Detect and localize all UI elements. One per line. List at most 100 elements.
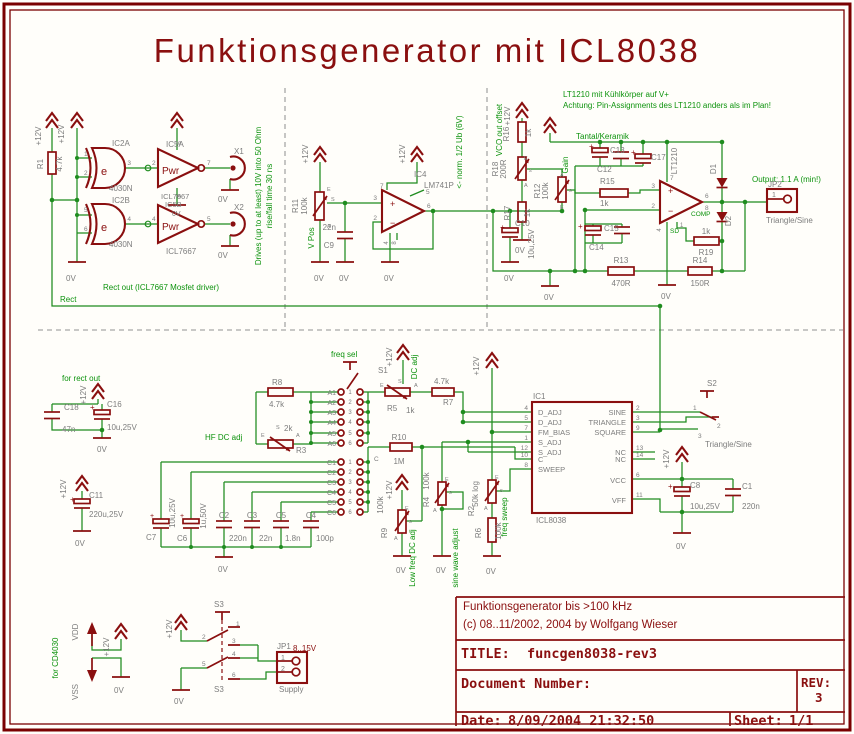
- vdd-label: VDD: [71, 623, 80, 640]
- lt1210-pin2: 2: [651, 203, 655, 210]
- c1-ref: C1: [742, 482, 753, 491]
- swc-c6: C6: [327, 510, 336, 517]
- page-title: Funktionsgenerator mit ICL8038: [153, 32, 701, 69]
- ic1-sadj1: S_ADJ: [538, 438, 562, 447]
- r11-e: E: [327, 187, 331, 193]
- swc-common: C: [374, 456, 379, 463]
- swc-d4: 4: [348, 490, 352, 496]
- note-halfub: <- norm. 1/2 Ub (6V): [455, 115, 464, 188]
- ic5a-pin6: 6: [177, 141, 183, 145]
- c9-ref: C9: [324, 241, 335, 250]
- lt1210-0v: 0V: [661, 292, 671, 301]
- r18-a: A: [524, 183, 528, 189]
- swc-c4: C4: [327, 490, 336, 497]
- c2-val: 220n: [229, 534, 247, 543]
- lt1210-pin1: 1: [680, 223, 684, 229]
- ic1-square: SQUARE: [594, 428, 626, 437]
- s3-0v: 0V: [174, 697, 184, 706]
- r2-a: A: [484, 506, 488, 512]
- ic1-triangle: TRIANGLE: [588, 418, 626, 427]
- resistor-r16: [517, 121, 527, 143]
- cap-c9: [336, 231, 354, 240]
- ic1-ref: IC1: [533, 392, 546, 401]
- ic5b-pwr: Pwr: [162, 222, 180, 233]
- ic5a-pin2: 2: [152, 160, 156, 167]
- title-block-date-value: 8/09/2004 21:32:50: [508, 713, 655, 729]
- ic2a-ref: IC2A: [112, 139, 130, 148]
- s3-pin3: 3: [232, 638, 236, 645]
- title-block-doc-label: Document Number:: [461, 676, 592, 692]
- c3-ref: C3: [247, 511, 258, 520]
- r5-val: 1k: [406, 406, 415, 415]
- d2-ref: D2: [724, 215, 733, 226]
- connector-jp1: [275, 650, 309, 685]
- ic4-pin4: 4: [384, 241, 390, 245]
- r15-val: 1k: [600, 199, 609, 208]
- note-lt1210-2: Achtung: Pin-Assignments des LT1210 ande…: [563, 101, 771, 110]
- ic1-p6: 6: [636, 472, 640, 479]
- r3-s: S: [276, 425, 280, 431]
- cap-c15: [584, 225, 602, 236]
- ic5a-pin7: 7: [207, 160, 211, 167]
- ic1-p3: 3: [636, 415, 640, 422]
- note-vco: VCO out offset: [495, 103, 504, 156]
- ic4-pin2: 2: [373, 215, 377, 222]
- r18-val: 200R: [499, 159, 508, 178]
- ic4-val: LM741P: [424, 181, 454, 190]
- r8-ref: R8: [272, 378, 283, 387]
- c8-ref: C8: [690, 481, 701, 490]
- ic2b-e: e: [101, 222, 107, 234]
- ic1-p14: 14: [636, 452, 644, 459]
- diode-d1: [715, 177, 729, 189]
- plus12v-c16: +12V: [79, 385, 88, 405]
- c7-plus: +: [150, 513, 154, 520]
- r14-ref: R14: [693, 256, 708, 265]
- ic2a-e: e: [101, 166, 107, 178]
- r19-ref: R19: [699, 248, 714, 257]
- c15-plus: +: [578, 222, 583, 231]
- plus12v-gates: +12V: [57, 124, 66, 144]
- ic1-p12: 12: [521, 445, 529, 452]
- ic5a-pin8: 8: [177, 194, 183, 198]
- r6-ref: R6: [474, 527, 483, 538]
- swa-a5: A5: [327, 431, 336, 438]
- s3-pin2: 2: [202, 634, 206, 641]
- s3-pin5: 5: [202, 661, 206, 668]
- ic1-icl8038-box: [530, 400, 634, 515]
- r17-val: 1k: [523, 208, 532, 217]
- ic1-sine: SINE: [608, 408, 626, 417]
- switch-s1-arm: [346, 372, 359, 390]
- r7-val: 4.7k: [434, 377, 450, 386]
- note-gain: Gain: [561, 157, 570, 174]
- ic1-val: ICL8038: [536, 516, 567, 525]
- ic5a-pwr: Pwr: [162, 166, 180, 177]
- net-marker-1: [144, 164, 152, 172]
- swa-d1: 1: [348, 390, 352, 396]
- plus12v-fm: +12V: [472, 356, 481, 376]
- s2-pin3: 3: [698, 433, 702, 440]
- title-block-sheet-label: Sheet:: [734, 713, 783, 729]
- c1-val: 220n: [742, 502, 760, 511]
- swc-c3: C3: [327, 480, 336, 487]
- c11-0v: 0V: [75, 539, 85, 548]
- jp1-pin2: 2: [281, 666, 285, 673]
- note-lowfreq: Low freq DC adj: [408, 529, 417, 587]
- plus12v-vcc: +12V: [662, 449, 671, 469]
- c16-0v: 0V: [97, 445, 107, 454]
- lt1210-minus: −: [668, 206, 673, 216]
- r6-val: 100k: [494, 521, 503, 539]
- ic1-nc2: NC: [615, 455, 626, 464]
- swc-d2: 2: [348, 470, 352, 476]
- resistor-r17: [517, 201, 527, 223]
- swc-d3: 3: [348, 480, 352, 486]
- cap-c1: [724, 488, 742, 497]
- title-block-rev-label: REV:: [801, 675, 832, 690]
- title-block-project: Funktionsgenerator bis >100 kHz: [463, 601, 633, 613]
- r4-a: A: [433, 508, 437, 514]
- ic2a-val: 4030N: [109, 184, 133, 193]
- c16-plus: +: [90, 403, 95, 412]
- c13-plus: +: [589, 142, 594, 151]
- ic2b-val: 4030N: [109, 240, 133, 249]
- s2-sub: Triangle/Sine: [705, 440, 752, 449]
- jp1-sub: Supply: [279, 685, 303, 694]
